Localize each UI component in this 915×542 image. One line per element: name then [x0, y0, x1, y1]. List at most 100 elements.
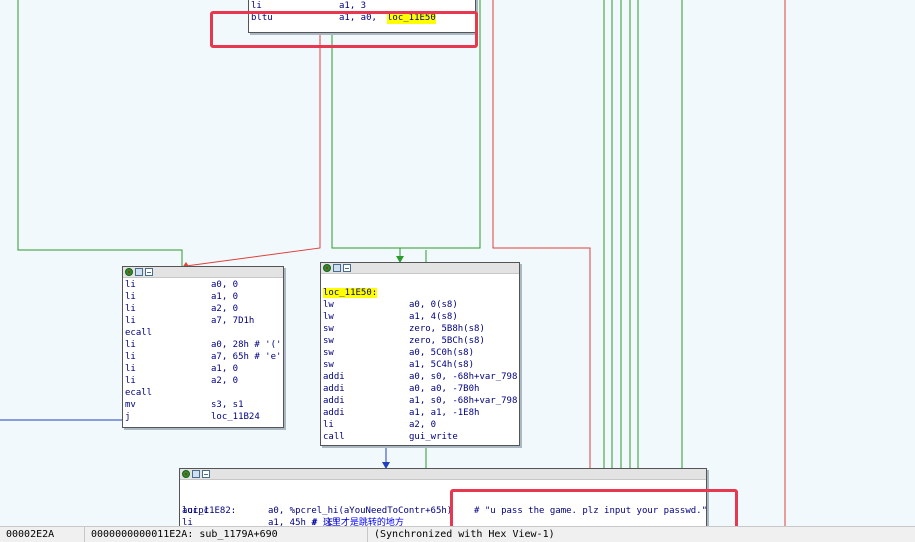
mnemonic: li — [125, 364, 136, 374]
instruction-row[interactable]: auipc a0, %pcrel_hi(aYouNeedToContr+65h) #… — [182, 505, 707, 517]
node-color-icon[interactable] — [323, 264, 331, 272]
annotation-box-string — [450, 489, 738, 526]
block-titlebar — [321, 263, 519, 274]
mnemonic: li — [125, 340, 136, 350]
operands: s3, s1 — [211, 400, 244, 410]
mnemonic: li — [125, 376, 136, 386]
block-label[interactable]: loc_11E50: — [323, 288, 378, 298]
instruction-row[interactable]: j loc_11B24 — [125, 411, 281, 423]
operands: a1, 4(s8) — [409, 312, 458, 322]
instruction-row[interactable]: li a7, 65h # 'e' — [125, 351, 281, 363]
operands: a1, 5C4h(s8) — [409, 360, 475, 370]
operands: a0, a0, -7B0h — [409, 384, 480, 394]
graph-icon[interactable] — [202, 470, 210, 478]
mnemonic: lw — [323, 312, 334, 322]
group-icon[interactable] — [192, 470, 200, 478]
block-titlebar — [180, 469, 706, 480]
instruction-row[interactable]: ecall — [125, 387, 281, 399]
instruction-row[interactable]: ecall — [125, 327, 281, 339]
instruction-row[interactable]: li a1, 45h # 'E' — [182, 517, 704, 526]
instruction-row[interactable]: li a2, 0 — [125, 375, 281, 387]
instruction-row[interactable]: sw a1, 5C4h(s8) — [323, 359, 517, 371]
operands: a1, 3 — [339, 1, 367, 11]
status-address: 0000000000011E2A: sub_1179A+690 — [85, 527, 368, 542]
operands: loc_11B24 — [211, 412, 260, 422]
edge-green — [400, 0, 481, 249]
group-icon[interactable] — [333, 264, 341, 272]
operands: a0, 0(s8) — [409, 300, 458, 310]
edge-green — [331, 30, 401, 262]
block-label[interactable]: loc_11E82: — [182, 506, 237, 516]
mnemonic: mv — [125, 400, 136, 410]
instruction-row[interactable]: addi a1, a1, -1E8h — [323, 407, 517, 419]
instruction-row[interactable]: sw zero, 5B8h(s8) — [323, 323, 517, 335]
mnemonic: li — [125, 316, 136, 326]
instruction-row[interactable]: lw a1, 4(s8) — [323, 311, 517, 323]
node-color-icon[interactable] — [182, 470, 190, 478]
status-offset: 00002E2A — [0, 527, 85, 542]
mnemonic: ecall — [125, 388, 153, 398]
instruction-row[interactable]: li a0, 28h # '(' — [125, 339, 281, 351]
mnemonic: li — [125, 352, 136, 362]
edge-green — [17, 0, 183, 267]
mnemonic: addi — [323, 396, 345, 406]
branch-target-label[interactable]: loc_11E50 — [387, 12, 436, 24]
operands: a1, 45h # 'E' — [268, 518, 339, 526]
graph-icon[interactable] — [343, 264, 351, 272]
operands: a0, 28h # '(' — [211, 340, 282, 350]
operands: a2, 0 — [211, 376, 239, 386]
mnemonic: auipc — [182, 506, 210, 516]
mnemonic: addi — [323, 384, 345, 394]
node-color-icon[interactable] — [125, 268, 133, 276]
operands: a1, 0 — [211, 364, 239, 374]
operands: gui_write — [409, 432, 458, 442]
mnemonic: sw — [323, 360, 334, 370]
mnemonic: li — [182, 518, 193, 526]
mnemonic: j — [125, 412, 131, 422]
operands: a0, 5C0h(s8) — [409, 348, 475, 358]
mnemonic: addi — [323, 408, 345, 418]
instruction-row[interactable]: li a1, 0 — [125, 363, 281, 375]
graph-icon[interactable] — [145, 268, 153, 276]
operands: a2, 0 — [409, 420, 437, 430]
mnemonic: sw — [323, 324, 334, 334]
operands: zero, 5B8h(s8) — [409, 324, 485, 334]
instruction-row[interactable]: addi a0, a0, -7B0h — [323, 383, 517, 395]
operands: zero, 5BCh(s8) — [409, 336, 485, 346]
operands: a0, 0 — [211, 280, 239, 290]
operands: a7, 7D1h — [211, 316, 255, 326]
instruction-row[interactable]: li a7, 7D1h — [125, 315, 281, 327]
instruction-row[interactable]: bltu a1, a0, loc_11E50 — [251, 12, 473, 24]
status-sync: (Synchronized with Hex View-1) — [374, 529, 555, 540]
operands: a0, %pcrel_hi(aYouNeedToContr+65h) — [268, 506, 453, 516]
string-comment: # "u pass the game. plz input your passw… — [474, 506, 707, 516]
operands: a1, 0 — [211, 292, 239, 302]
edge-red — [185, 34, 321, 267]
instruction-row[interactable]: mv s3, s1 — [125, 399, 281, 411]
group-icon[interactable] — [135, 268, 143, 276]
status-bar: 00002E2A 0000000000011E2A: sub_1179A+690… — [0, 526, 915, 542]
arrowhead — [396, 256, 404, 263]
mnemonic: li — [125, 304, 136, 314]
operands: a1, a0, — [339, 13, 383, 23]
mnemonic: sw — [323, 336, 334, 346]
operands: a7, 65h # 'e' — [211, 352, 282, 362]
mnemonic: bltu — [251, 13, 273, 23]
instruction-row[interactable]: sw zero, 5BCh(s8) — [323, 335, 517, 347]
operands: a1, a1, -1E8h — [409, 408, 480, 418]
